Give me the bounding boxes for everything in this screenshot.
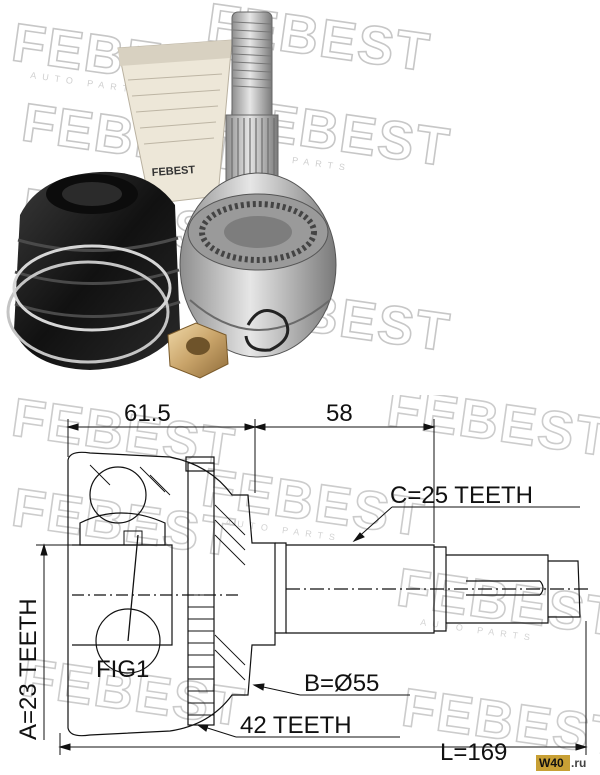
packaging-brand: FEBEST (151, 164, 195, 179)
label-outer-spline: C=25 TEETH (390, 482, 533, 509)
product-photo: FEBEST FEBEST FEBEST FEBEST FEBEST FEBES… (6, 0, 455, 379)
label-length: L=169 (440, 739, 507, 766)
site-mark-prefix: W40 (539, 756, 564, 770)
site-mark-suffix: .ru (571, 756, 586, 770)
watermark-text: FEBEST (383, 395, 600, 468)
dimension-lines (36, 419, 588, 755)
dimension-width-2: 58 (326, 400, 353, 427)
site-mark: W40 .ru (536, 755, 586, 771)
label-inner-spline: A=23 TEETH (15, 598, 42, 740)
cv-joint-housing (179, 172, 337, 358)
label-abs-teeth: 42 TEETH (240, 712, 352, 739)
label-seal-diameter: B=Ø55 (304, 670, 379, 697)
circlip (244, 309, 290, 352)
label-figure: FIG1 (96, 656, 149, 683)
technical-drawing: FEBEST FEBEST FEBEST FEBEST FEBEST FEBES… (8, 395, 600, 771)
dimension-width-1: 61.5 (124, 400, 171, 427)
axle-nut (167, 322, 229, 379)
boot-clamps (6, 244, 172, 364)
